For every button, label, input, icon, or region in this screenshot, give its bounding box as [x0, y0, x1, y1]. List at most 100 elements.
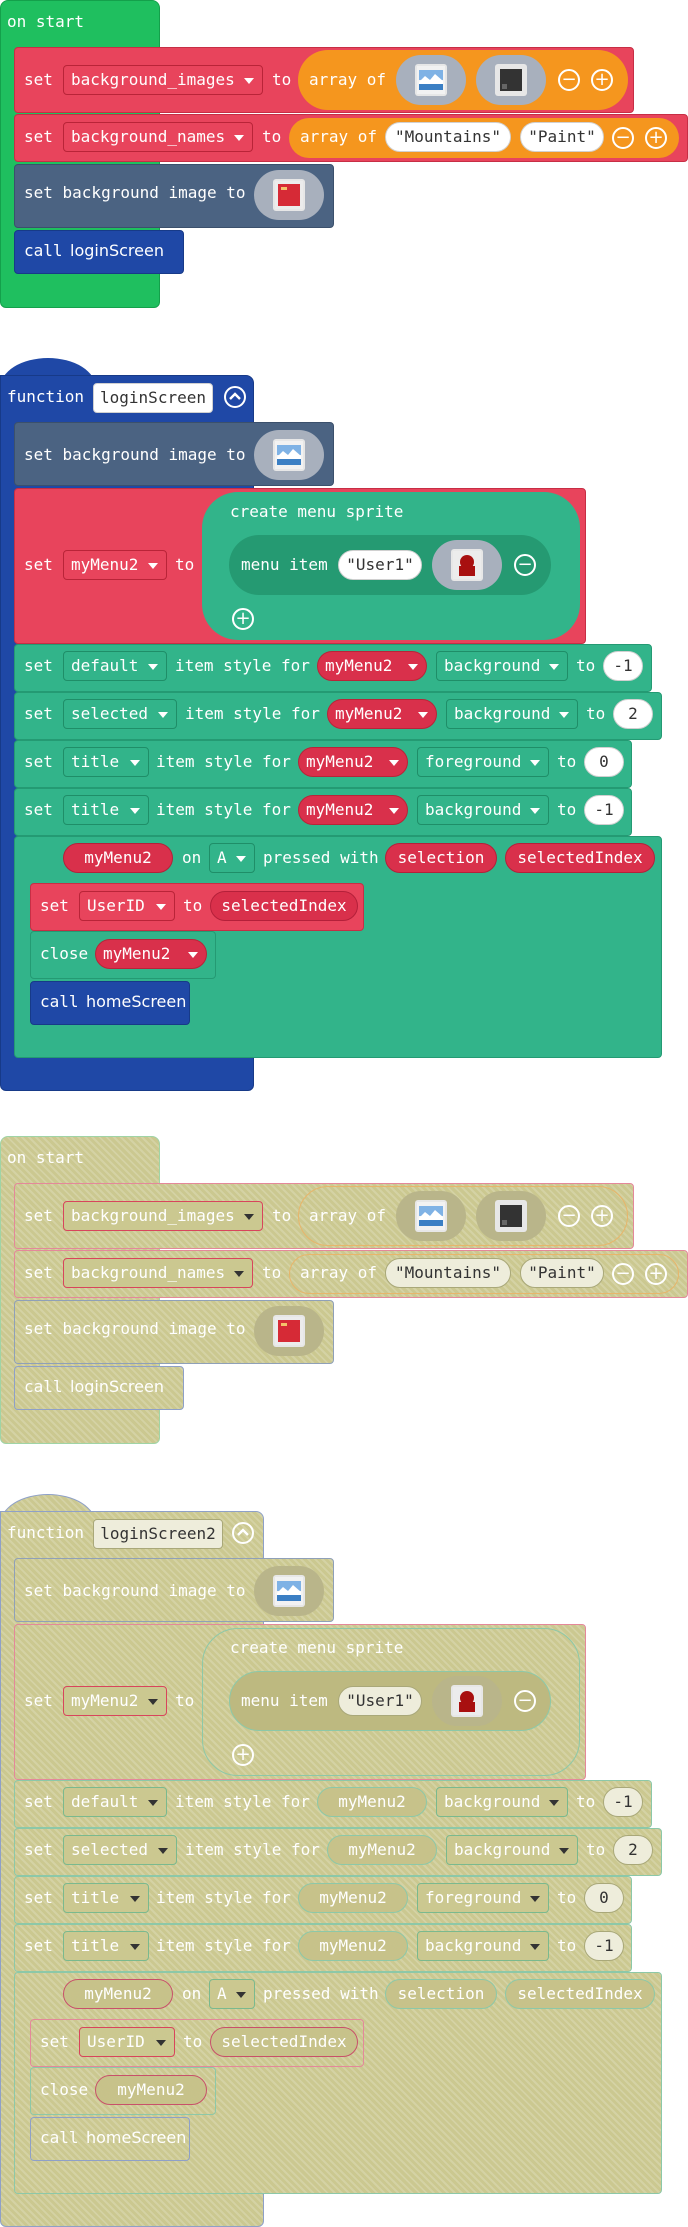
variable-dropdown[interactable]: myMenu2 — [63, 1686, 167, 1716]
variable-dropdown[interactable]: background_images — [63, 1201, 263, 1231]
set-label: set — [24, 752, 53, 771]
string-value[interactable]: "Mountains" — [385, 122, 511, 152]
set-label: set — [24, 656, 53, 675]
number-value[interactable]: 0 — [584, 747, 624, 777]
add-item-icon[interactable]: + — [645, 1263, 667, 1285]
style-dropdown[interactable]: selected — [63, 699, 177, 729]
remove-item-icon[interactable]: − — [612, 127, 634, 149]
user-icon — [451, 1685, 483, 1717]
variable-dropdown[interactable]: background_images — [63, 65, 263, 95]
attribute-dropdown[interactable]: background — [417, 1931, 549, 1961]
image-slot[interactable] — [476, 1191, 546, 1241]
style-dropdown[interactable]: selected — [63, 1835, 177, 1865]
attribute-dropdown[interactable]: foreground — [417, 747, 549, 777]
set-label: set — [24, 704, 53, 723]
image-slot[interactable] — [432, 540, 502, 590]
set-background-image-label: set background image to — [24, 445, 246, 464]
remove-item-icon[interactable]: − — [612, 1263, 634, 1285]
button-dropdown[interactable]: A — [209, 843, 255, 873]
string-value[interactable]: "Mountains" — [385, 1258, 511, 1288]
item-style-for-label: item style for — [175, 656, 310, 675]
add-item-icon[interactable]: + — [591, 1205, 613, 1227]
style-dropdown[interactable]: title — [63, 747, 149, 777]
number-value[interactable]: 2 — [613, 699, 653, 729]
image-slot[interactable] — [254, 170, 324, 220]
function-name-field[interactable]: loginScreen2 — [93, 1519, 223, 1549]
number-value[interactable]: -1 — [603, 1787, 643, 1817]
variable-dropdown[interactable]: background_names — [63, 1258, 253, 1288]
number-value[interactable]: 0 — [584, 1883, 624, 1913]
image-slot[interactable] — [254, 1566, 324, 1616]
string-value[interactable]: "Paint" — [520, 1258, 604, 1288]
image-slot[interactable] — [476, 55, 546, 105]
sprite-dropdown[interactable]: myMenu2 — [298, 1883, 408, 1913]
sprite-dropdown[interactable]: myMenu2 — [317, 651, 427, 681]
string-value[interactable]: "User1" — [338, 1686, 422, 1716]
collapse-icon[interactable] — [232, 1522, 254, 1544]
style-dropdown[interactable]: title — [63, 1883, 149, 1913]
sprite-dropdown[interactable]: myMenu2 — [63, 843, 173, 873]
sprite-dropdown[interactable]: myMenu2 — [298, 795, 408, 825]
add-item-icon[interactable]: + — [591, 69, 613, 91]
attribute-dropdown[interactable]: background — [417, 795, 549, 825]
sprite-dropdown[interactable]: myMenu2 — [95, 2075, 207, 2105]
call-label: call — [24, 241, 63, 260]
variable-dropdown[interactable]: UserID — [79, 891, 175, 921]
call-block[interactable] — [30, 2117, 190, 2161]
attribute-dropdown[interactable]: background — [436, 651, 568, 681]
attribute-dropdown[interactable]: background — [436, 1787, 568, 1817]
number-value[interactable]: -1 — [584, 1931, 624, 1961]
string-value[interactable]: "Paint" — [520, 122, 604, 152]
call-block[interactable] — [14, 1366, 184, 1410]
sprite-dropdown[interactable]: myMenu2 — [327, 699, 437, 729]
remove-item-icon[interactable]: − — [514, 1690, 536, 1712]
sprite-dropdown[interactable]: myMenu2 — [298, 1931, 408, 1961]
to-label: to — [586, 704, 606, 723]
sprite-dropdown[interactable]: myMenu2 — [63, 1979, 173, 2009]
call-block[interactable] — [30, 981, 190, 1025]
image-slot[interactable] — [432, 1676, 502, 1726]
parameter-selected-index[interactable]: selectedIndex — [505, 843, 655, 873]
style-dropdown[interactable]: title — [63, 1931, 149, 1961]
add-item-icon[interactable]: + — [645, 127, 667, 149]
add-item-icon[interactable]: + — [232, 608, 254, 630]
collapse-icon[interactable] — [224, 386, 246, 408]
function-name-field[interactable]: loginScreen — [93, 383, 213, 413]
sprite-dropdown[interactable]: myMenu2 — [317, 1787, 427, 1817]
variable-dropdown[interactable]: UserID — [79, 2027, 175, 2057]
parameter-selected-index[interactable]: selectedIndex — [210, 891, 358, 921]
number-value[interactable]: -1 — [603, 651, 643, 681]
attribute-dropdown[interactable]: background — [446, 699, 578, 729]
remove-item-icon[interactable]: − — [558, 1205, 580, 1227]
button-dropdown[interactable]: A — [209, 1979, 255, 2009]
style-dropdown[interactable]: default — [63, 1787, 167, 1817]
item-style-for-label: item style for — [156, 1936, 291, 1955]
sprite-dropdown[interactable]: myMenu2 — [327, 1835, 437, 1865]
image-slot[interactable] — [254, 430, 324, 480]
style-dropdown[interactable]: default — [63, 651, 167, 681]
variable-dropdown[interactable]: myMenu2 — [63, 550, 167, 580]
variable-dropdown[interactable]: background_names — [63, 122, 253, 152]
remove-item-icon[interactable]: − — [558, 69, 580, 91]
style-dropdown[interactable]: title — [63, 795, 149, 825]
string-value[interactable]: "User1" — [338, 550, 422, 580]
set-label: set — [24, 1888, 53, 1907]
image-slot[interactable] — [254, 1306, 324, 1356]
add-item-icon[interactable]: + — [232, 1744, 254, 1766]
parameter-selected-index[interactable]: selectedIndex — [210, 2027, 358, 2057]
remove-item-icon[interactable]: − — [514, 554, 536, 576]
image-slot[interactable] — [396, 55, 466, 105]
sprite-dropdown[interactable]: myMenu2 — [95, 939, 207, 969]
number-value[interactable]: -1 — [584, 795, 624, 825]
parameter-selected-index[interactable]: selectedIndex — [505, 1979, 655, 2009]
call-block[interactable] — [14, 230, 184, 274]
sprite-dropdown[interactable]: myMenu2 — [298, 747, 408, 777]
attribute-dropdown[interactable]: foreground — [417, 1883, 549, 1913]
image-slot[interactable] — [396, 1191, 466, 1241]
parameter-selection[interactable]: selection — [385, 1979, 497, 2009]
set-label: set — [24, 800, 53, 819]
parameter-selection[interactable]: selection — [385, 843, 497, 873]
to-label: to — [175, 555, 195, 574]
attribute-dropdown[interactable]: background — [446, 1835, 578, 1865]
number-value[interactable]: 2 — [613, 1835, 653, 1865]
